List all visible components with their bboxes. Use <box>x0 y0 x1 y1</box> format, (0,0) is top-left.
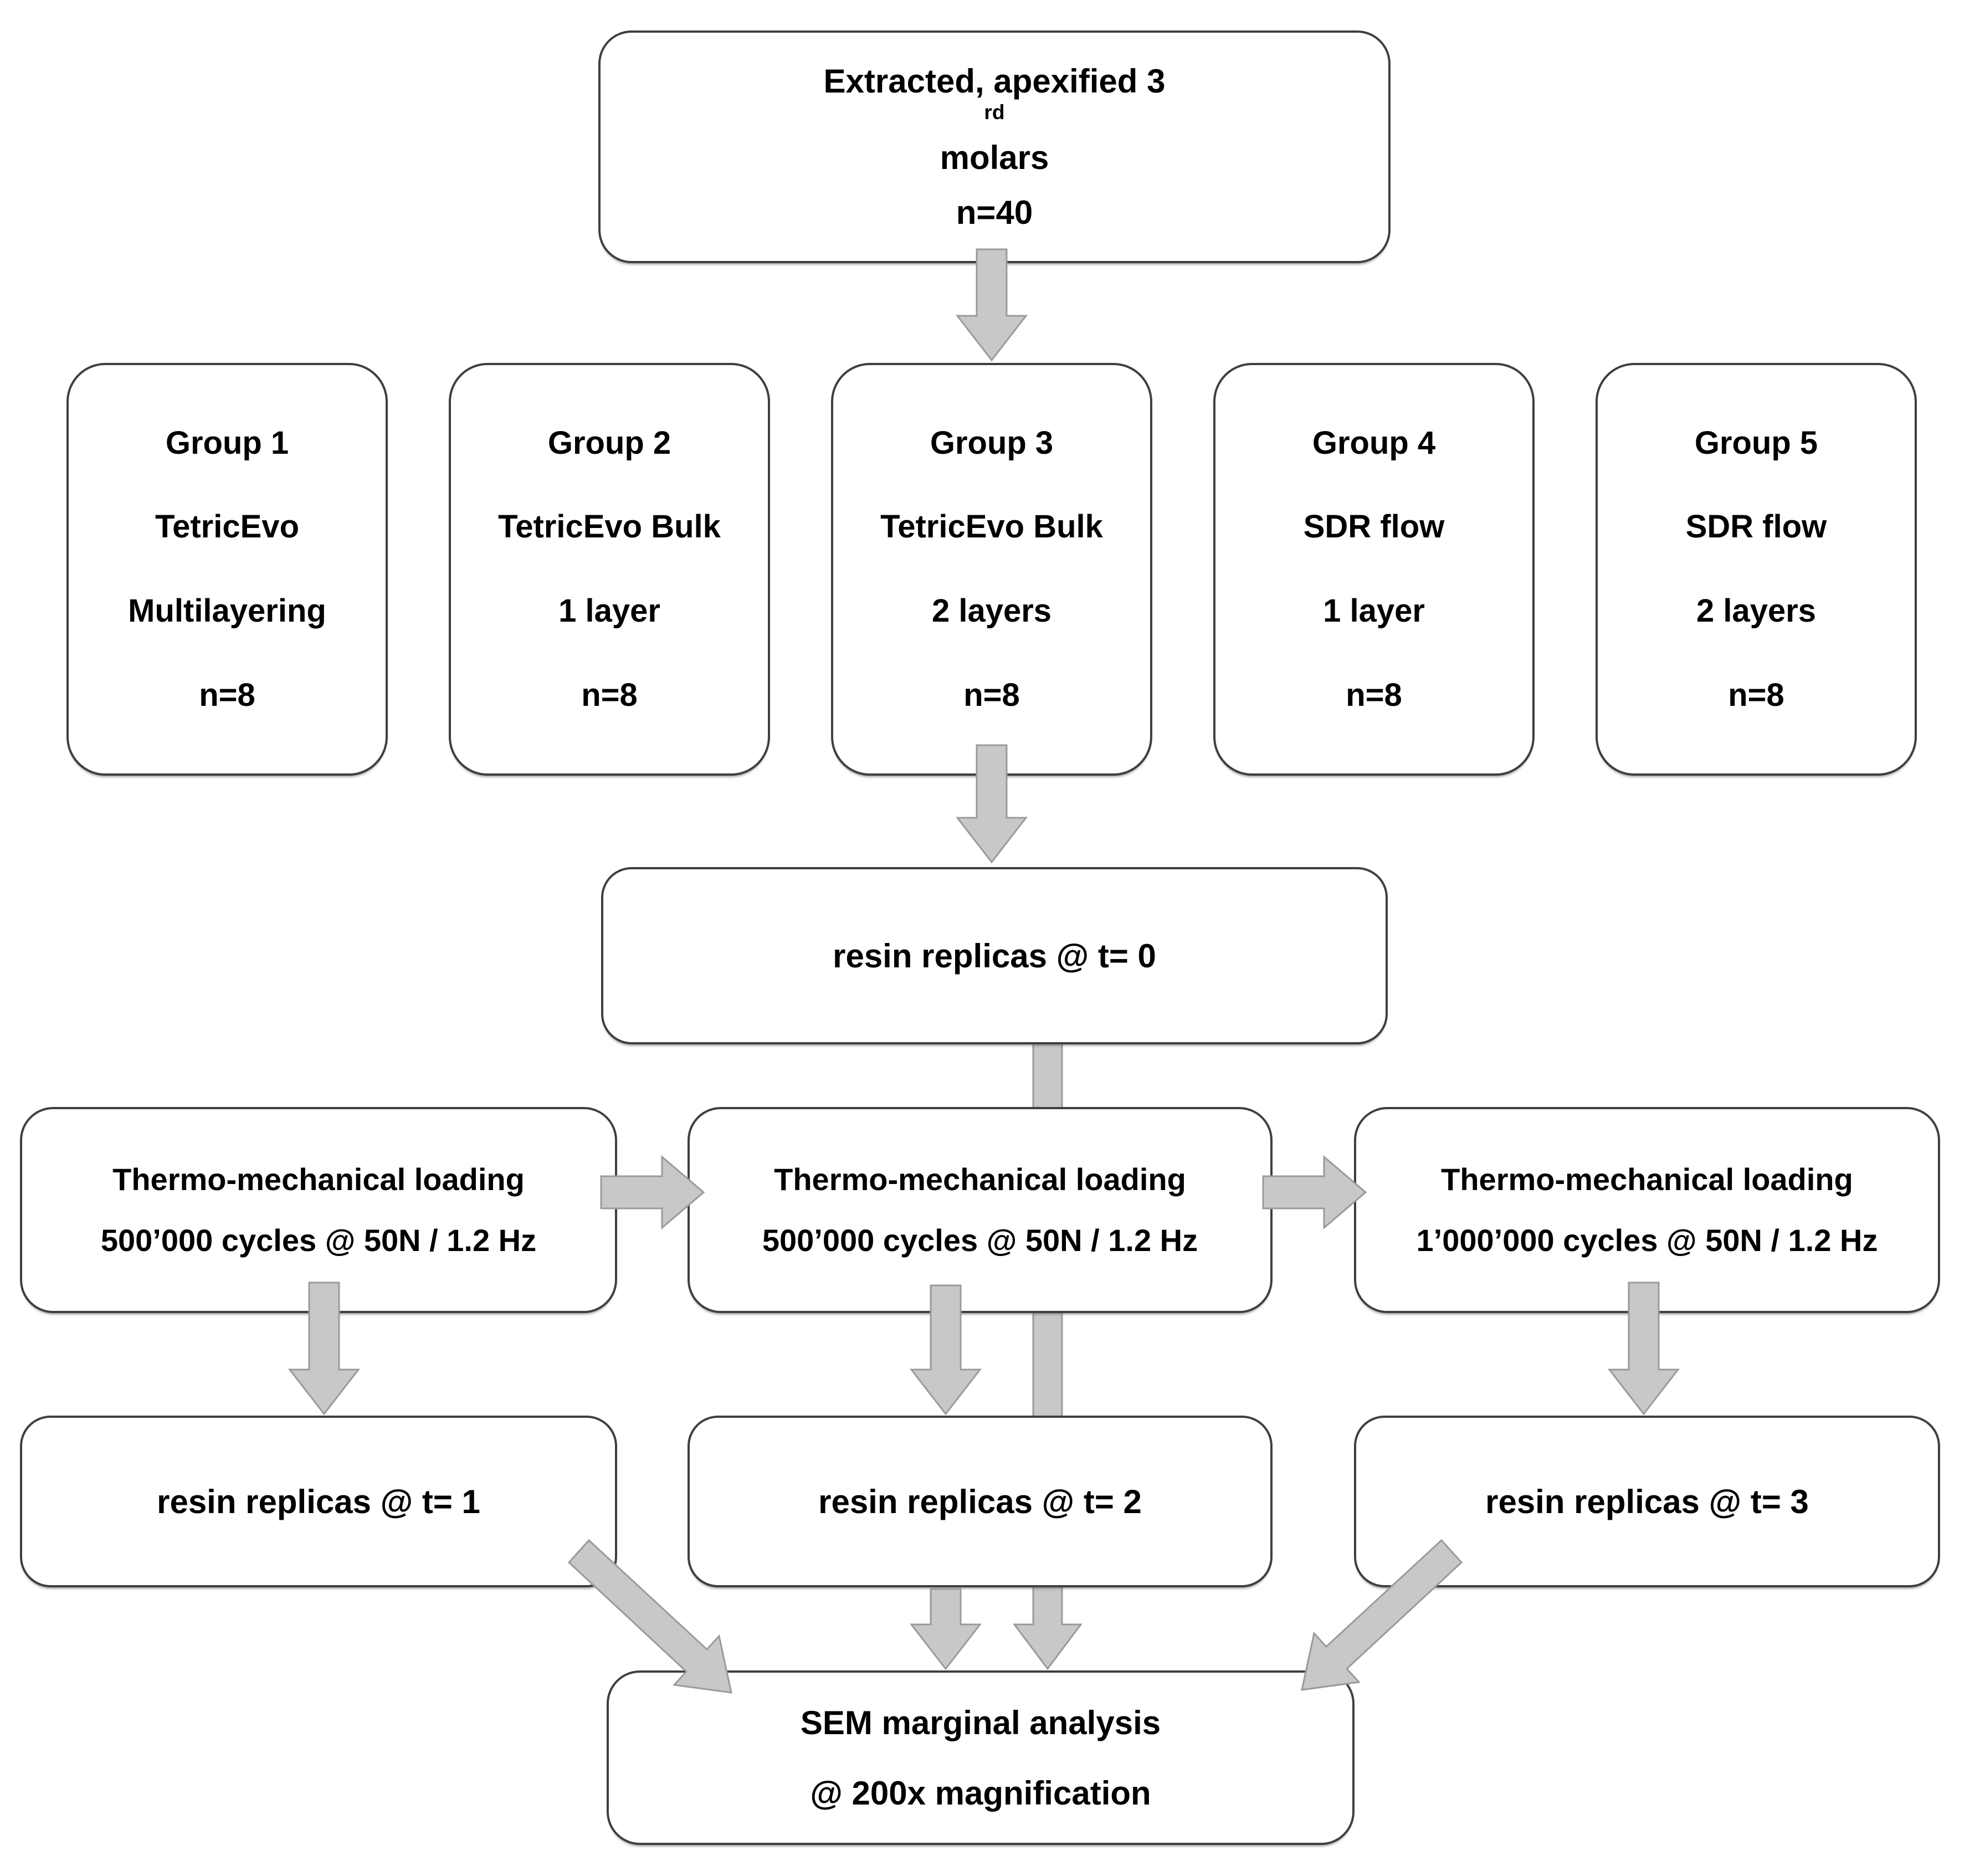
group-technique: 1 layer <box>1323 593 1425 629</box>
resin-replicas-t3-label: resin replicas @ t= 3 <box>1485 1483 1809 1520</box>
thermo-loading-title: Thermo-mechanical loading <box>1441 1161 1853 1197</box>
superscript-rd: rd <box>984 100 1005 124</box>
group-4-box: Group 4 SDR flow 1 layer n=8 <box>1213 363 1535 776</box>
thermo-loading-2-box: Thermo-mechanical loading 500’000 cycles… <box>688 1107 1273 1313</box>
extracted-molars-count: n=40 <box>956 194 1033 231</box>
resin-replicas-t0-box: resin replicas @ t= 0 <box>601 867 1388 1044</box>
resin-replicas-t1-label: resin replicas @ t= 1 <box>157 1483 480 1520</box>
resin-replicas-t1-box: resin replicas @ t= 1 <box>20 1416 617 1587</box>
thermo-loading-params: 500’000 cycles @ 50N / 1.2 Hz <box>762 1223 1198 1258</box>
thermo-loading-params: 500’000 cycles @ 50N / 1.2 Hz <box>100 1223 537 1258</box>
sem-analysis-box: SEM marginal analysis @ 200x magnificati… <box>607 1670 1355 1845</box>
group-name: Group 4 <box>1312 424 1436 461</box>
group-count: n=8 <box>581 676 638 713</box>
group-name: Group 3 <box>930 424 1054 461</box>
group-count: n=8 <box>963 676 1020 713</box>
group-material: TetricEvo <box>155 509 299 545</box>
thermo-loading-title: Thermo-mechanical loading <box>112 1161 525 1197</box>
group-2-box: Group 2 TetricEvo Bulk 1 layer n=8 <box>449 363 770 776</box>
group-name: Group 2 <box>547 424 671 461</box>
resin-replicas-t3-box: resin replicas @ t= 3 <box>1354 1416 1940 1587</box>
thermo-loading-params: 1’000’000 cycles @ 50N / 1.2 Hz <box>1416 1223 1878 1258</box>
resin-replicas-t2-label: resin replicas @ t= 2 <box>818 1483 1142 1520</box>
group-3-box: Group 3 TetricEvo Bulk 2 layers n=8 <box>831 363 1152 776</box>
group-5-box: Group 5 SDR flow 2 layers n=8 <box>1596 363 1917 776</box>
group-count: n=8 <box>199 676 255 713</box>
group-technique: 2 layers <box>931 593 1052 629</box>
group-material: SDR flow <box>1303 509 1445 545</box>
group-count: n=8 <box>1728 676 1784 713</box>
thermo-loading-title: Thermo-mechanical loading <box>774 1161 1186 1197</box>
group-technique: 2 layers <box>1696 593 1817 629</box>
resin-replicas-t2-box: resin replicas @ t= 2 <box>688 1416 1273 1587</box>
group-name: Group 5 <box>1694 424 1818 461</box>
group-material: TetricEvo Bulk <box>498 509 721 545</box>
resin-replicas-t0-label: resin replicas @ t= 0 <box>833 937 1156 975</box>
thermo-loading-1-box: Thermo-mechanical loading 500’000 cycles… <box>20 1107 617 1313</box>
sem-analysis-line1: SEM marginal analysis <box>800 1704 1161 1741</box>
sem-analysis-line2: @ 200x magnification <box>810 1774 1151 1812</box>
group-name: Group 1 <box>165 424 289 461</box>
group-material: TetricEvo Bulk <box>880 509 1103 545</box>
group-1-box: Group 1 TetricEvo Multilayering n=8 <box>66 363 388 776</box>
group-count: n=8 <box>1346 676 1402 713</box>
group-technique: 1 layer <box>558 593 660 629</box>
thermo-loading-3-box: Thermo-mechanical loading 1’000’000 cycl… <box>1354 1107 1940 1313</box>
group-material: SDR flow <box>1685 509 1827 545</box>
group-technique: Multilayering <box>128 593 326 629</box>
